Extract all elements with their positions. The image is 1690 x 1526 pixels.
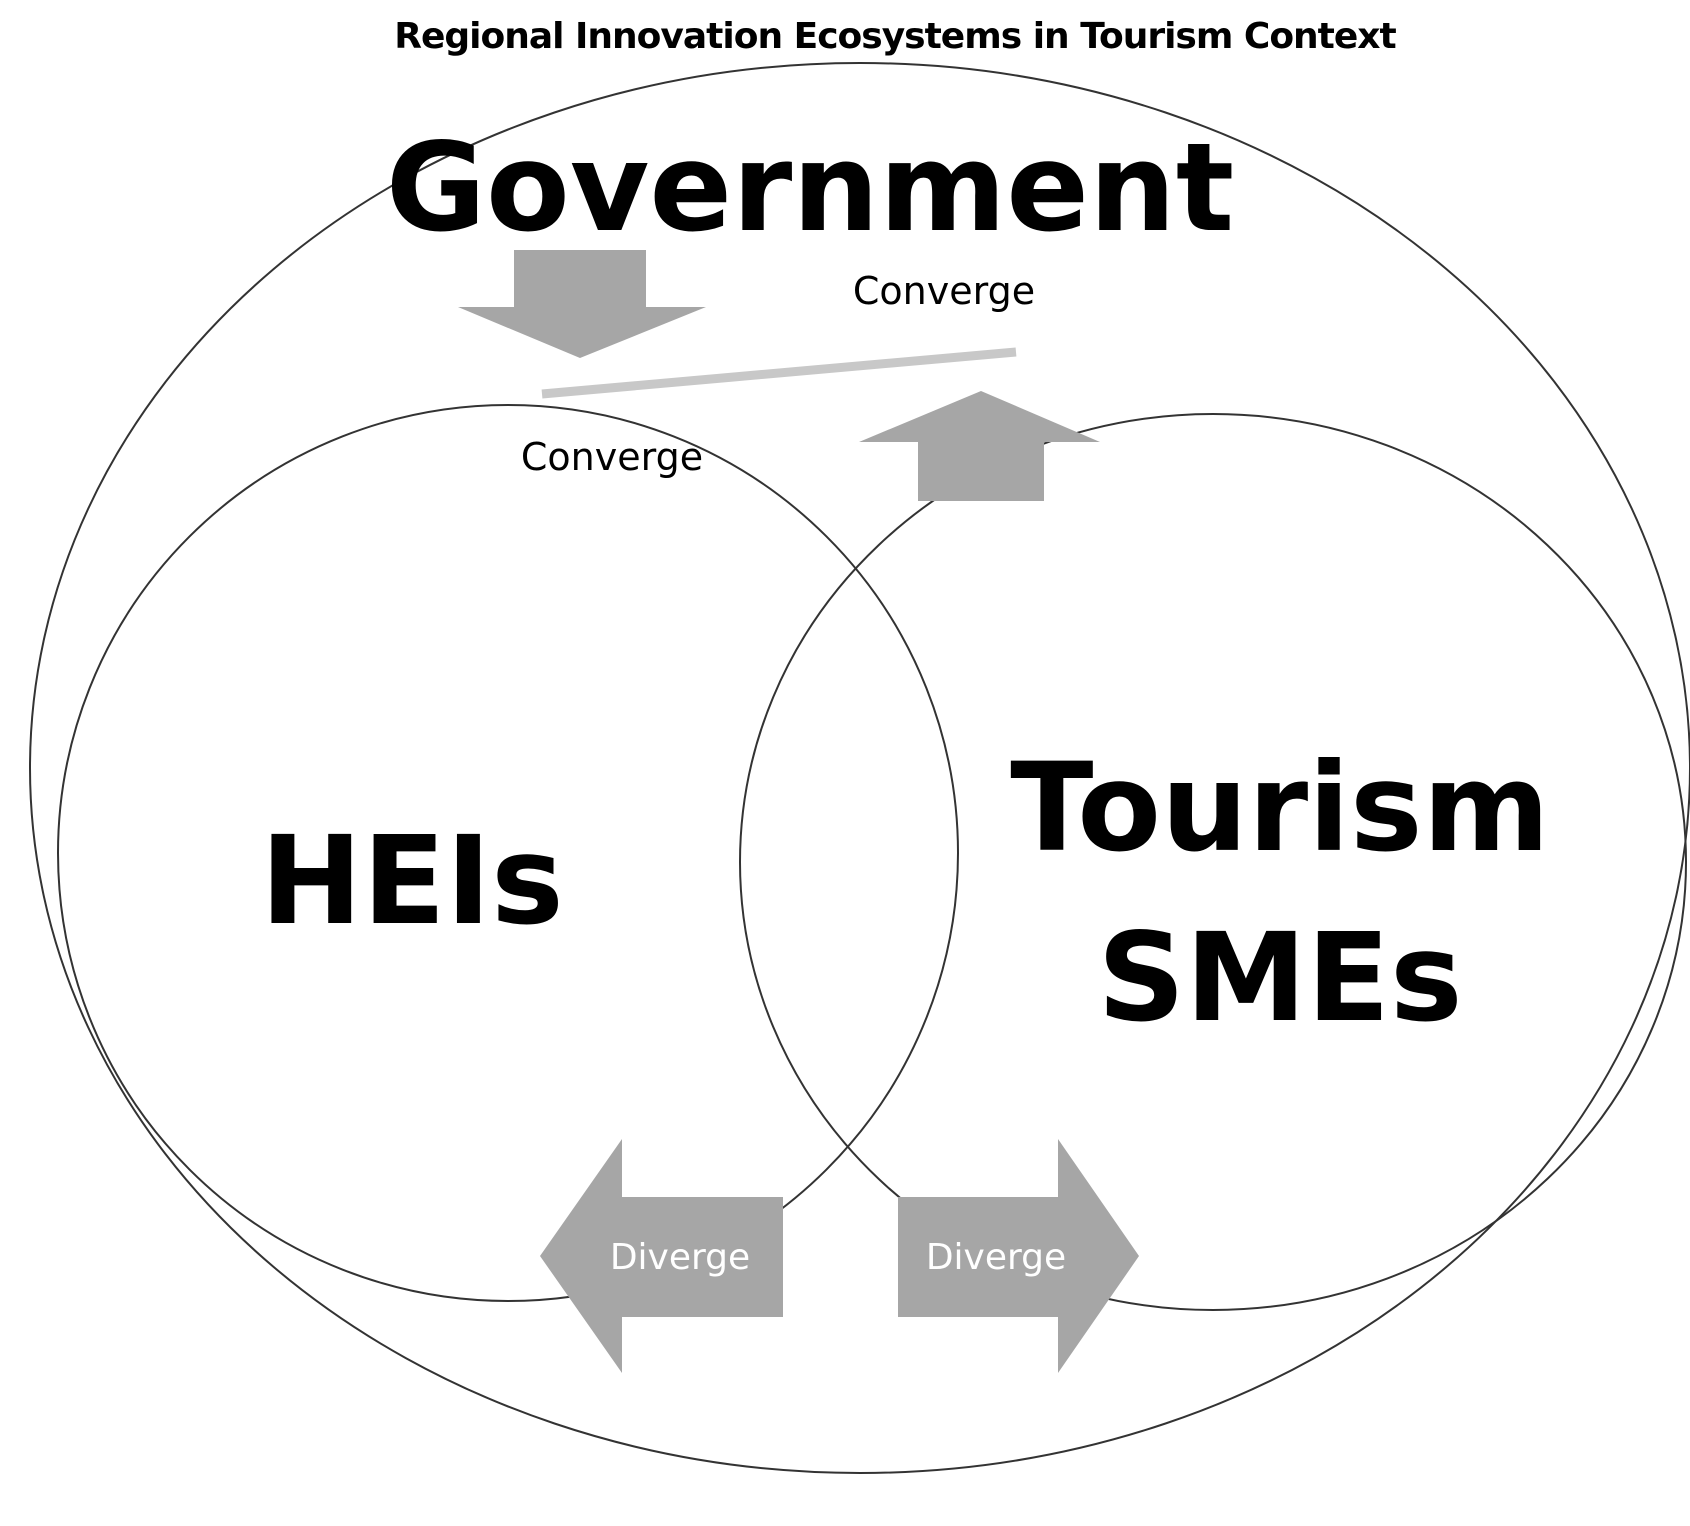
diverge-right-label: Diverge: [926, 1237, 1066, 1278]
heis-circle: [57, 404, 959, 1302]
smes-label: SMEs: [1097, 907, 1462, 1049]
converge-line: [541, 347, 1017, 399]
diverge-left-arrow: [540, 1139, 783, 1373]
diverge-left-label: Diverge: [610, 1237, 750, 1278]
converge-top-label: Converge: [853, 269, 1035, 313]
government-down-arrow: [458, 250, 706, 358]
tourism-smes-circle: [739, 413, 1687, 1311]
heis-label: HEIs: [260, 810, 563, 952]
government-label: Government: [386, 117, 1234, 259]
ecosystem-boundary: [29, 62, 1690, 1474]
converge-left-label: Converge: [521, 435, 703, 479]
diverge-right-arrow: [898, 1139, 1139, 1373]
diagram-title: Regional Innovation Ecosystems in Touris…: [394, 16, 1396, 57]
tourism-label: Tourism: [1010, 737, 1549, 879]
smes-up-arrow: [859, 391, 1100, 501]
